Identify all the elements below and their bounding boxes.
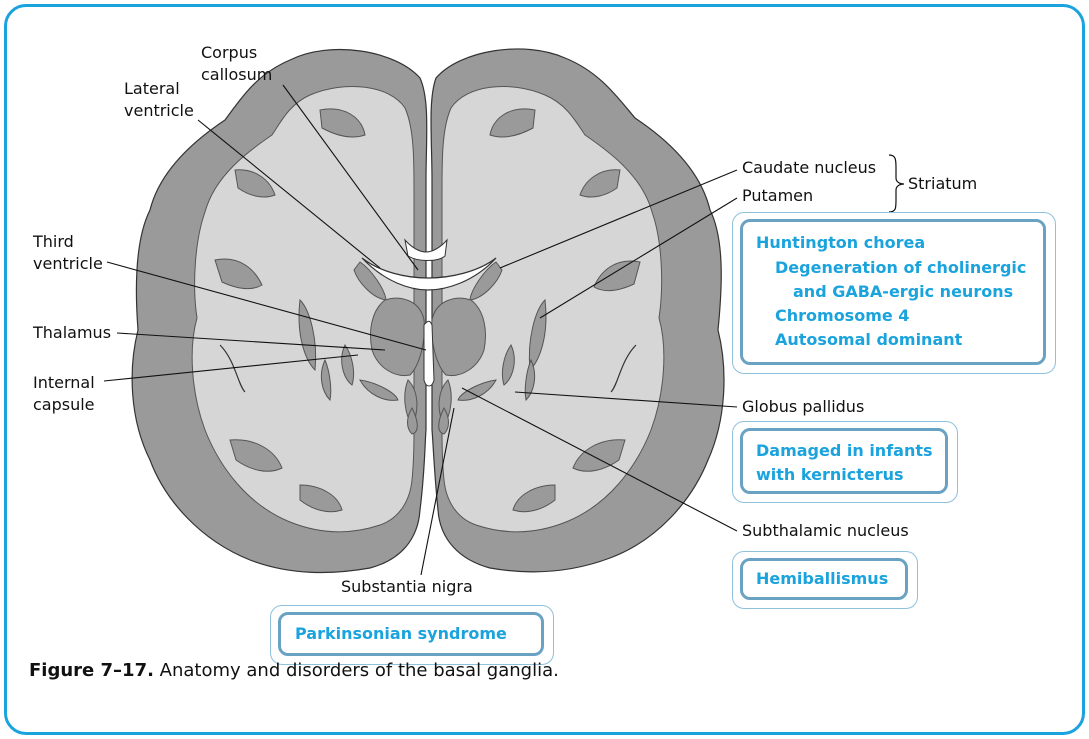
huntington-line-1: Degeneration of cholinergic xyxy=(775,257,1026,279)
figure-caption: Figure 7–17. Anatomy and disorders of th… xyxy=(29,660,559,681)
label-thalamus: Thalamus xyxy=(33,322,111,344)
parkinsonian-text: Parkinsonian syndrome xyxy=(295,623,507,645)
figure-label: Figure 7–17. xyxy=(29,660,154,681)
huntington-line-3: Chromosome 4 xyxy=(775,305,909,327)
huntington-line-2: and GABA-ergic neurons xyxy=(793,281,1013,303)
label-caudate-nucleus: Caudate nucleus xyxy=(742,157,876,179)
figure-caption-text: Anatomy and disorders of the basal gangl… xyxy=(160,660,559,681)
huntington-title: Huntington chorea xyxy=(756,232,925,254)
label-subthalamic-nucleus: Subthalamic nucleus xyxy=(742,520,909,542)
label-globus-pallidus: Globus pallidus xyxy=(742,396,864,418)
striatum-brace xyxy=(889,155,904,212)
kernicterus-line-1: Damaged in infants xyxy=(756,440,933,462)
label-substantia-nigra: Substantia nigra xyxy=(341,576,473,598)
hemiballismus-text: Hemiballismus xyxy=(756,568,888,590)
label-striatum: Striatum xyxy=(908,173,977,195)
third-ventricle xyxy=(424,321,434,386)
label-putamen: Putamen xyxy=(742,185,813,207)
kernicterus-line-2: with kernicterus xyxy=(756,464,904,486)
huntington-line-4: Autosomal dominant xyxy=(775,329,962,351)
